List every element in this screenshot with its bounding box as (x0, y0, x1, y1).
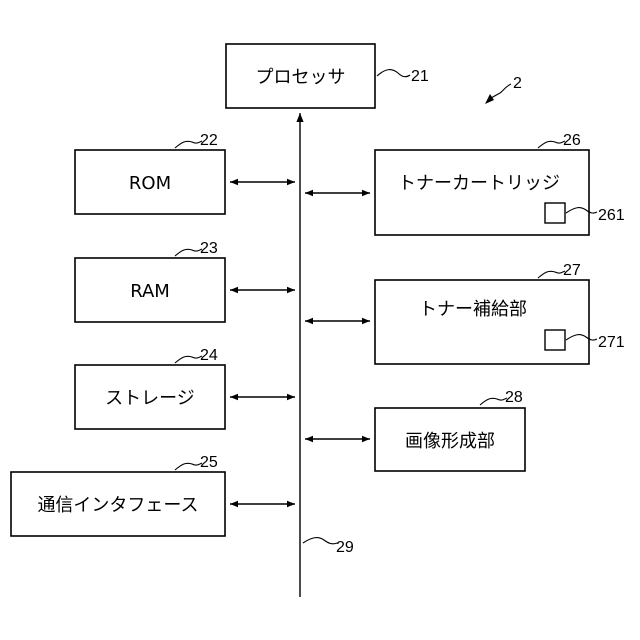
toner-supply-component-ref: 271 (598, 334, 625, 351)
image-forming-block: 画像形成部 (375, 408, 525, 471)
processor-ref: 21 (411, 68, 429, 85)
comm-interface-block: 通信インタフェース (11, 472, 225, 536)
toner-cartridge-ref: 26 (563, 132, 581, 149)
processor-block: プロセッサ (226, 44, 375, 108)
storage-leader (175, 356, 202, 363)
bus-ref: 29 (336, 539, 354, 556)
ram-leader (175, 249, 202, 256)
processor-leader (377, 70, 410, 77)
image-forming-ref: 28 (505, 389, 523, 406)
rom-leader (175, 141, 202, 148)
toner-supply-leader (538, 271, 565, 278)
ram-ref: 23 (200, 240, 218, 257)
ram-block: RAM (75, 258, 225, 322)
toner-cartridge-component (545, 203, 565, 223)
rom-block: ROM (75, 150, 225, 214)
comm-interface-ref: 25 (200, 454, 218, 471)
storage-ref: 24 (200, 347, 218, 364)
figure-ref-leader (500, 84, 511, 93)
toner-cartridge-leader (538, 141, 565, 148)
bus-leader (303, 538, 337, 544)
toner-cartridge-label: トナーカートリッジ (398, 173, 560, 194)
image-forming-leader (480, 398, 507, 405)
storage-label: ストレージ (105, 388, 195, 409)
rom-ref: 22 (200, 132, 218, 149)
ram-label: RAM (130, 281, 170, 302)
comm-interface-label: 通信インタフェース (37, 495, 198, 516)
toner-cartridge-component-ref: 261 (598, 207, 625, 224)
toner-supply-component (545, 330, 565, 350)
toner-cartridge-block: トナーカートリッジ (375, 150, 589, 235)
image-forming-label: 画像形成部 (405, 431, 495, 452)
toner-supply-block: トナー補給部 (375, 280, 589, 364)
toner-supply-ref: 27 (563, 262, 581, 279)
toner-supply-label: トナー補給部 (419, 299, 527, 320)
storage-block: ストレージ (75, 365, 225, 429)
figure-ref: 2 (513, 75, 522, 92)
rom-label: ROM (129, 173, 171, 194)
figure-ref-arrow (485, 94, 494, 104)
processor-label: プロセッサ (256, 67, 346, 88)
comm-interface-leader (175, 463, 202, 470)
figure-ref-arrow-shaft (491, 93, 500, 98)
